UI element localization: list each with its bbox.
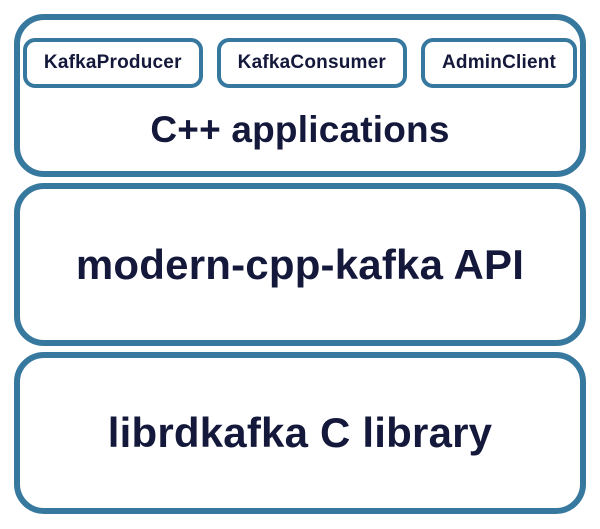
layer-librdkafka: librdkafka C library bbox=[14, 352, 586, 514]
client-chip-row: KafkaProducer KafkaConsumer AdminClient bbox=[20, 38, 580, 88]
layer-cpp-applications: KafkaProducer KafkaConsumer AdminClient … bbox=[14, 14, 586, 177]
chip-admin-client-label: AdminClient bbox=[441, 52, 557, 73]
chip-kafka-consumer: KafkaConsumer bbox=[216, 38, 407, 88]
chip-kafka-producer: KafkaProducer bbox=[22, 38, 203, 88]
modern-cpp-kafka-api-title: modern-cpp-kafka API bbox=[75, 240, 525, 288]
layer-modern-cpp-kafka-api: modern-cpp-kafka API bbox=[14, 183, 586, 346]
chip-kafka-producer-label: KafkaProducer bbox=[43, 52, 182, 73]
librdkafka-title: librdkafka C library bbox=[107, 409, 493, 456]
chip-admin-client: AdminClient bbox=[420, 38, 578, 88]
chip-kafka-consumer-label: KafkaConsumer bbox=[237, 52, 386, 73]
cpp-applications-title: C++ applications bbox=[150, 108, 450, 150]
